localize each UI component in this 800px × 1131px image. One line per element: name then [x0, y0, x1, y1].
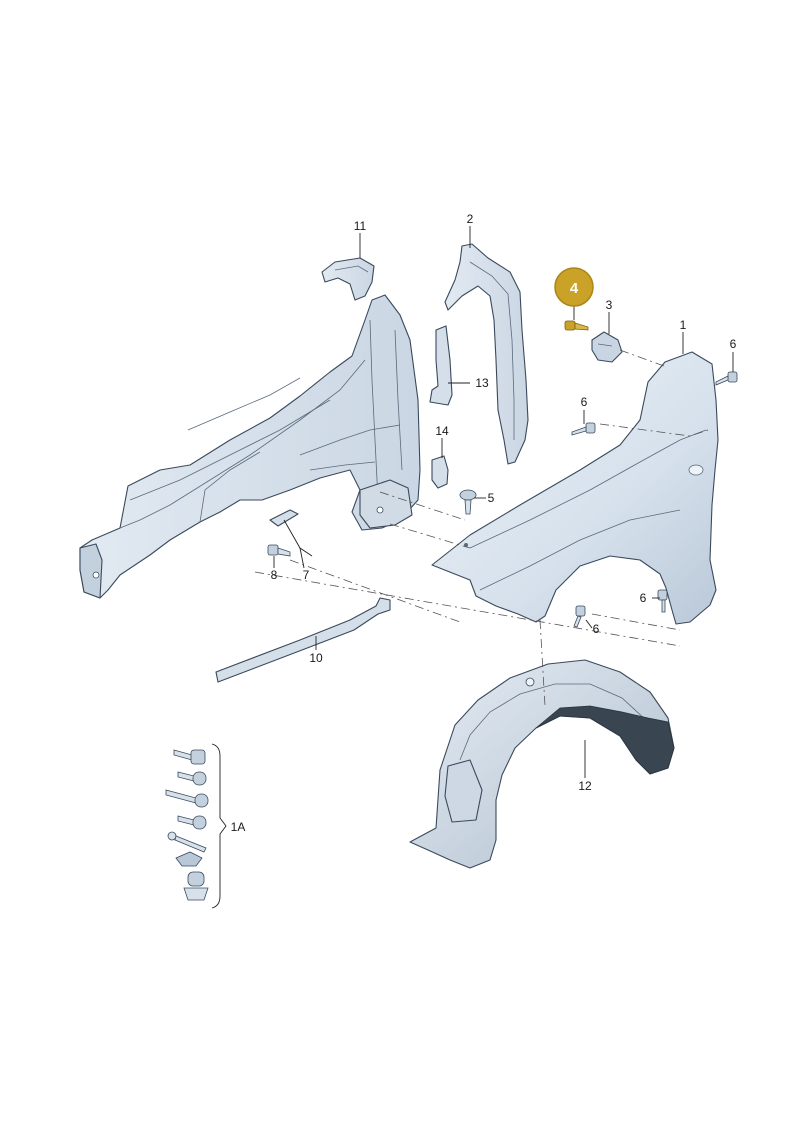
part-6-screw-a: [715, 371, 738, 386]
leader-lines: [273, 226, 734, 778]
part-2-pillar-strip: [444, 243, 529, 465]
fastener-6: [175, 851, 203, 867]
highlight-callout-4[interactable]: 4: [554, 267, 594, 307]
part-8-screw: [267, 544, 291, 557]
fastener-2: [177, 771, 207, 786]
label-13: 13: [475, 376, 489, 390]
label-1: 1: [680, 318, 687, 332]
fastener-4: [177, 815, 207, 830]
part-6-screw-d: [573, 605, 586, 628]
part-1-fender: [431, 351, 719, 625]
fastener-1: [173, 749, 206, 765]
label-6-mid: 6: [581, 395, 588, 409]
label-6-bottom: 6: [593, 622, 600, 636]
label-1a: 1A: [231, 820, 246, 834]
part-4-bolt: [564, 320, 589, 331]
part-6-screw-c: [657, 589, 668, 613]
part-10-strip: [215, 597, 391, 683]
label-6-right: 6: [640, 591, 647, 605]
label-7: 7: [303, 568, 310, 582]
label-5: 5: [488, 491, 495, 505]
fastener-3: [165, 789, 209, 808]
label-10: 10: [309, 651, 323, 665]
part-3-bracket: [591, 331, 623, 363]
part-6-screw-b: [571, 422, 596, 436]
part-1a-fastener-set: [165, 743, 227, 909]
part-12-wheel-liner: [409, 659, 675, 869]
label-3: 3: [606, 298, 613, 312]
part-14-bracket: [431, 455, 449, 489]
label-4: 4: [570, 280, 579, 297]
label-6-top: 6: [730, 337, 737, 351]
part-5-screw: [459, 489, 477, 515]
fastener-5: [167, 831, 207, 853]
label-11: 11: [354, 219, 367, 233]
label-14: 14: [435, 424, 449, 438]
assembly-lines: [254, 349, 709, 707]
body-structure: [79, 294, 421, 599]
part-13-bracket: [429, 325, 453, 406]
label-8: 8: [271, 568, 278, 582]
label-12: 12: [578, 779, 592, 793]
part-11-cap: [321, 257, 375, 301]
label-2: 2: [467, 212, 474, 226]
callout-labels: 11 2 3 1 6 6 13 14 5 8 7 10 6 6 12 1A: [231, 212, 737, 834]
fastener-7: [183, 871, 209, 901]
